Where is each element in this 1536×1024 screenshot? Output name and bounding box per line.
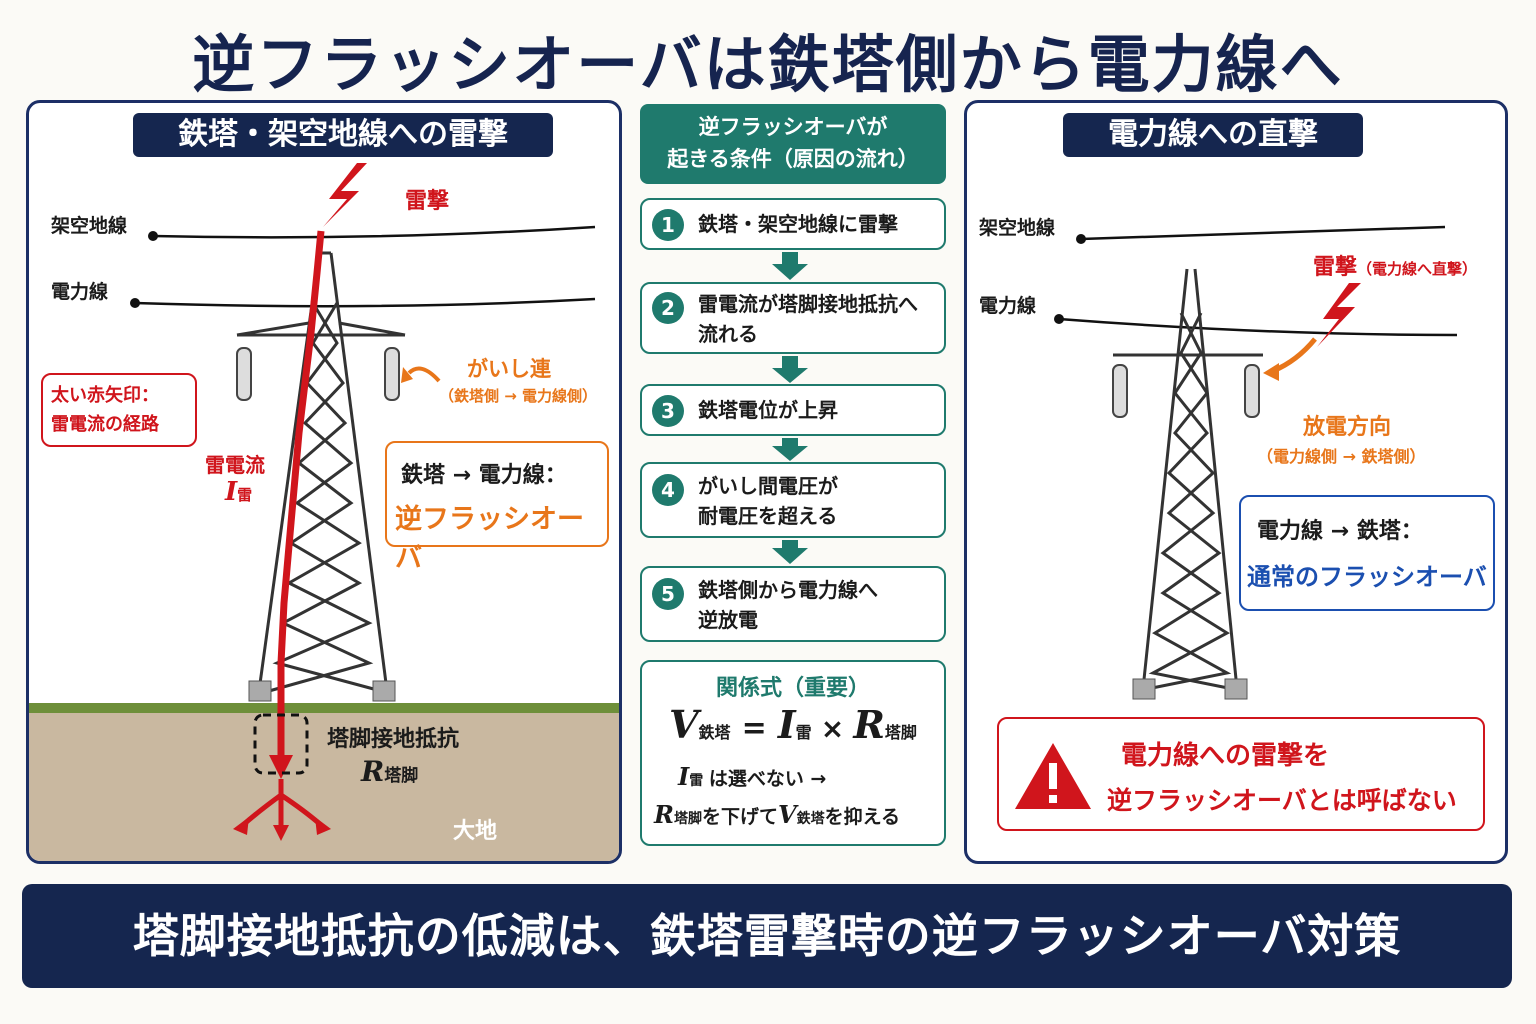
step-number: 2 (652, 292, 684, 324)
condition-step-4: 4 がいし間電圧が 耐電圧を超える (640, 462, 946, 538)
strike-label: 雷撃 (405, 189, 450, 214)
insulator-left (236, 347, 400, 401)
step-text: 鉄塔電位が上昇 (698, 398, 838, 422)
ground-wire-label: 架空地線 (979, 217, 1056, 239)
left-tower-illustration (29, 163, 619, 861)
warning-box: 電力線への雷撃を 逆フラッシオーバとは呼ばない (997, 717, 1485, 831)
right-panel-header: 電力線への直撃 (1063, 113, 1363, 157)
insulator-sublabel: （鉄塔側 → 電力線側） (439, 387, 598, 405)
lightning-current-label: 雷電流 (205, 453, 265, 477)
condition-step-1: 1 鉄塔・架空地線に雷撃 (640, 198, 946, 250)
current-path-note: 太い赤矢印： 雷電流の経路 (41, 373, 197, 447)
strike-label: 雷撃（電力線へ直撃） (1313, 255, 1478, 280)
lightning-bolt-icon (1317, 283, 1361, 347)
left-panel: 鉄塔・架空地線への雷撃 雷撃 架空地線 電力線 がいし連 （鉄塔側 → 電力線側… (26, 100, 622, 864)
normal-flashover-box: 電力線 → 鉄塔： 通常のフラッシオーバ (1239, 495, 1495, 611)
footing-resistance-label: 塔脚接地抵抗 (327, 727, 460, 752)
step-number: 3 (652, 395, 684, 427)
footing-resistance-symbol: R塔脚 (361, 755, 419, 788)
formula-note-1: I雷 は選べない → (678, 762, 827, 791)
condition-step-3: 3 鉄塔電位が上昇 (640, 384, 946, 436)
formula-main: V鉄塔 = I雷 × R塔脚 (669, 702, 917, 747)
footing-resistance-box (253, 713, 309, 775)
step-number: 5 (652, 578, 684, 610)
power-line-line (134, 297, 596, 308)
earth-ground (29, 707, 619, 861)
ground-wire-label: 架空地線 (51, 215, 128, 237)
formula-title: 関係式（重要） (715, 676, 870, 701)
formula-note-2: R塔脚を下げてV鉄塔を抑える (654, 800, 901, 829)
warning-icon (1015, 743, 1091, 809)
step-number: 1 (652, 209, 684, 241)
right-tower-illustration (1054, 225, 1458, 700)
formula-box: 関係式（重要） V鉄塔 = I雷 × R塔脚 I雷 は選べない → R塔脚を下げ… (640, 660, 946, 846)
left-panel-header: 鉄塔・架空地線への雷撃 (133, 113, 553, 157)
power-line-label: 電力線 (979, 295, 1037, 317)
power-line-label: 電力線 (51, 281, 109, 303)
conditions-header: 逆フラッシオーバが 起きる条件（原因の流れ） (640, 104, 946, 184)
condition-step-2: 2 雷電流が塔脚接地抵抗へ 流れる (640, 282, 946, 354)
step-text: 鉄塔側から電力線へ 逆放電 (698, 578, 878, 632)
footer-banner: 塔脚接地抵抗の低減は、鉄塔雷撃時の逆フラッシオーバ対策 (22, 884, 1512, 988)
backflash-result-box: 鉄塔 → 電力線： 逆フラッシオーバ (385, 441, 609, 574)
insulator-label: がいし連 (467, 357, 551, 381)
page-title: 逆フラッシオーバは鉄塔側から電力線へ (192, 28, 1344, 101)
condition-step-5: 5 鉄塔側から電力線へ 逆放電 (640, 566, 946, 642)
step-text: がいし間電圧が 耐電圧を超える (698, 474, 838, 528)
tower-right (1113, 268, 1263, 691)
step-text: 雷電流が塔脚接地抵抗へ 流れる (698, 292, 918, 346)
step-number: 4 (652, 474, 684, 506)
earth-label: 大地 (453, 819, 498, 844)
lightning-bolt-icon (323, 163, 367, 227)
lightning-current-path (277, 230, 325, 763)
discharge-label: 放電方向 (1303, 415, 1392, 440)
discharge-sublabel: （電力線側 → 鉄塔側） (1257, 447, 1426, 466)
step-text: 鉄塔・架空地線に雷撃 (698, 212, 898, 236)
lightning-current-symbol: I雷 (225, 477, 253, 507)
ground-wire-line (152, 225, 596, 239)
right-panel: 電力線への直撃 架空地線 電力線 雷撃（電力線へ直撃） 放電方向 （電力線側 →… (964, 100, 1508, 864)
